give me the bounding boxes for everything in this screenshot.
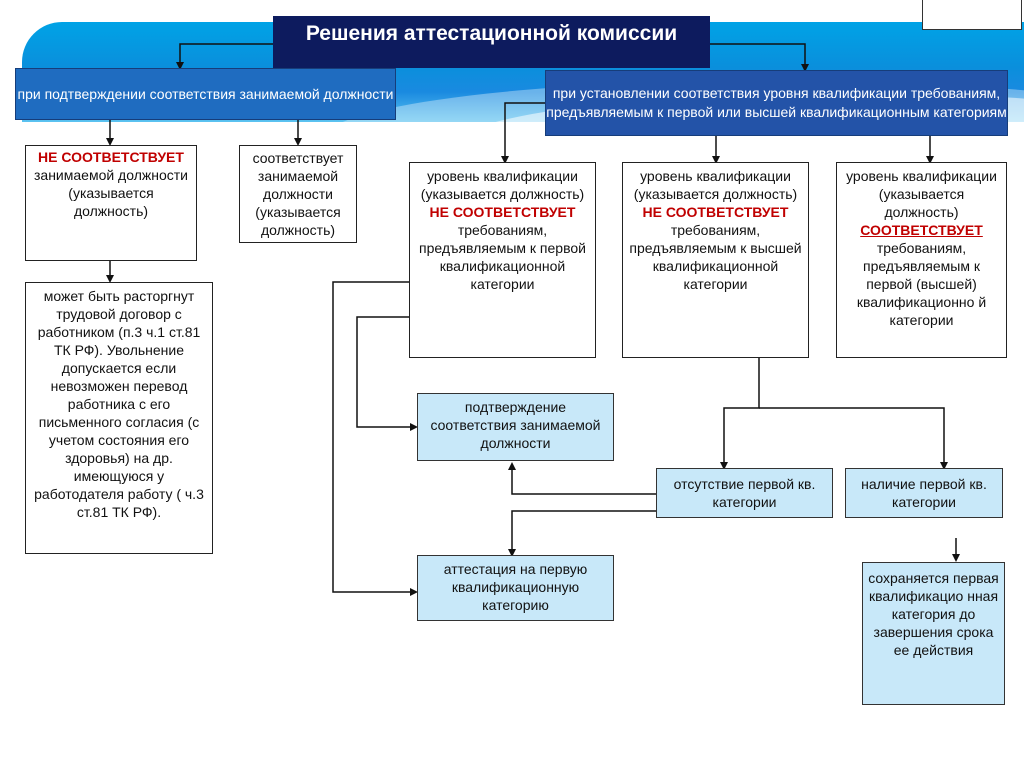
connector <box>759 407 948 470</box>
not-match-highlight: НЕ СООТВЕТСТВУЕТ <box>38 149 184 165</box>
level-highlight: НЕ СООТВЕТСТВУЕТ <box>429 204 576 220</box>
level-text: требованиям, предъявляемым к первой квал… <box>419 222 586 292</box>
match-box: соответствует занимаемой должности (указ… <box>239 145 357 243</box>
dismissal-box: может быть расторгнут трудовой договор с… <box>25 282 213 554</box>
connector <box>332 281 418 596</box>
connector <box>176 43 273 70</box>
page-title: Решения аттестационной комиссии <box>273 16 710 68</box>
has-first-category-box: наличие первой кв. категории <box>845 468 1003 518</box>
corner-frame <box>922 0 1022 30</box>
level-text: уровень квалификации (указывается должно… <box>420 168 585 202</box>
level-text: уровень квалификации (указывается должно… <box>846 168 997 220</box>
connector <box>508 462 656 495</box>
dismissal-text: может быть расторгнут трудовой договор с… <box>34 288 204 520</box>
branch-label: при установлении соответствия уровня ква… <box>546 85 1007 120</box>
level-text: требованиям, предъявляемым к высшей квал… <box>629 222 802 292</box>
keep-first-text: сохраняется первая квалификацио нная кат… <box>868 570 999 658</box>
confirm-position-text: подтверждение соответствия занимаемой до… <box>430 399 601 451</box>
level-text: требованиям, предъявляемым к первой (выс… <box>856 240 987 328</box>
no-first-category-text: отсутствие первой кв. категории <box>673 476 816 510</box>
not-match-box: НЕ СООТВЕТСТВУЕТ занимаемой должности (у… <box>25 145 197 261</box>
level-highlight: НЕ СООТВЕТСТВУЕТ <box>642 204 789 220</box>
attest-first-text: аттестация на первую квалификационную ка… <box>443 561 588 613</box>
branch-qualification-level: при установлении соответствия уровня ква… <box>545 70 1008 136</box>
connector <box>720 358 760 470</box>
confirm-position-box: подтверждение соответствия занимаемой до… <box>417 393 614 461</box>
level-ok-box: уровень квалификации (указывается должно… <box>836 162 1007 358</box>
match-text: соответствует занимаемой должности (указ… <box>252 150 344 238</box>
level-text: уровень квалификации (указывается должно… <box>633 168 798 202</box>
branch-label: при подтверждении соответствия занимаемо… <box>17 85 394 102</box>
level-high-fail-box: уровень квалификации (указывается должно… <box>622 162 809 358</box>
connector <box>501 102 545 164</box>
connector <box>508 510 656 557</box>
has-first-category-text: наличие первой кв. категории <box>861 476 987 510</box>
branch-confirm-position: при подтверждении соответствия занимаемо… <box>15 68 396 120</box>
attest-first-box: аттестация на первую квалификационную ка… <box>417 555 614 621</box>
connector <box>710 43 809 72</box>
no-first-category-box: отсутствие первой кв. категории <box>656 468 833 518</box>
connector <box>356 316 418 431</box>
level-highlight: СООТВЕТСТВУЕТ <box>860 222 983 238</box>
level-first-fail-box: уровень квалификации (указывается должно… <box>409 162 596 358</box>
not-match-text: занимаемой должности (указывается должно… <box>33 167 188 219</box>
keep-first-box: сохраняется первая квалификацио нная кат… <box>862 562 1005 705</box>
